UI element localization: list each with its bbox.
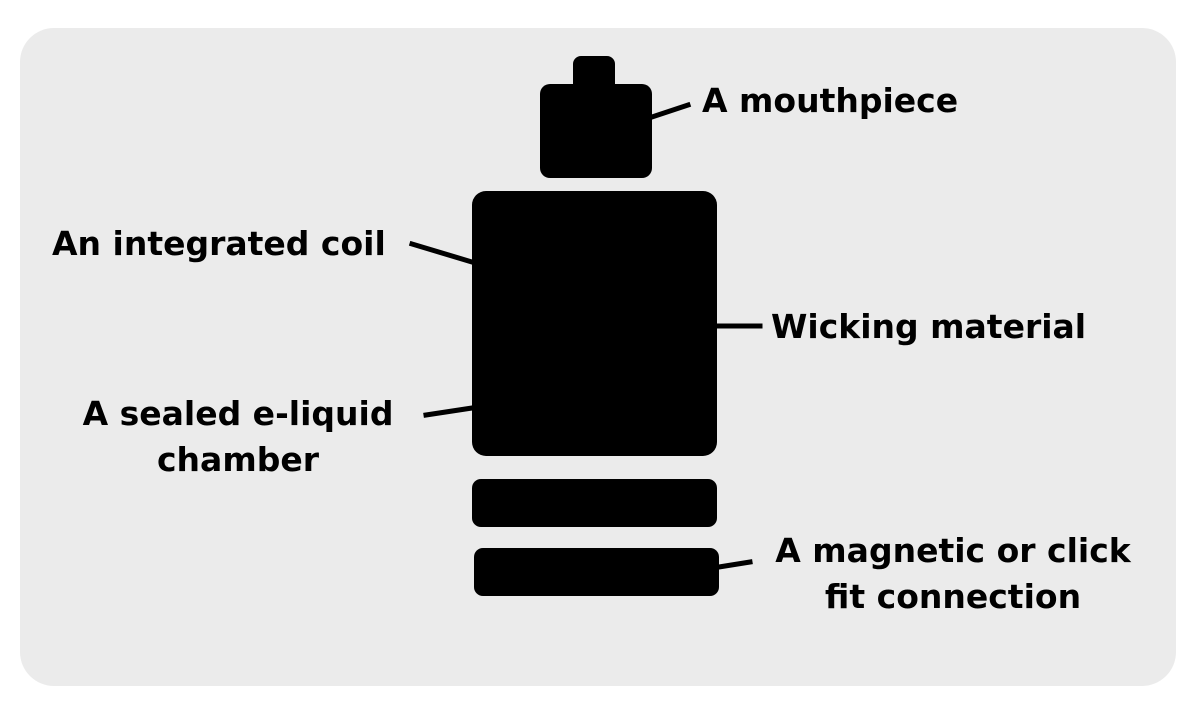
wicking-material-label-text: Wicking material	[771, 307, 1087, 346]
connection-label-line1: A magnetic or click	[775, 531, 1131, 570]
connection-band-part	[474, 548, 719, 596]
mouthpiece-leader-line	[648, 101, 692, 121]
integrated-coil-label-text: An integrated coil	[52, 224, 386, 263]
sealed-chamber-label: A sealed e-liquid chamber	[58, 391, 418, 483]
mouthpiece-label-text: A mouthpiece	[702, 81, 959, 120]
sealed-chamber-label-line2: chamber	[157, 440, 319, 479]
connection-label-line2: fit connection	[824, 577, 1082, 616]
liquid-chamber-part	[472, 191, 717, 456]
connection-leader-line	[716, 559, 753, 570]
base-band-part	[472, 479, 717, 527]
mouthpiece-part	[540, 84, 652, 178]
mouthpiece-label: A mouthpiece	[702, 78, 958, 124]
sealed-chamber-label-line1: A sealed e-liquid	[82, 394, 394, 433]
chamber-leader-line	[423, 405, 475, 418]
wicking-material-label: Wicking material	[771, 304, 1086, 350]
connection-label: A magnetic or click fit connection	[758, 528, 1148, 620]
coil-leader-line	[408, 240, 476, 266]
integrated-coil-label: An integrated coil	[52, 221, 386, 267]
